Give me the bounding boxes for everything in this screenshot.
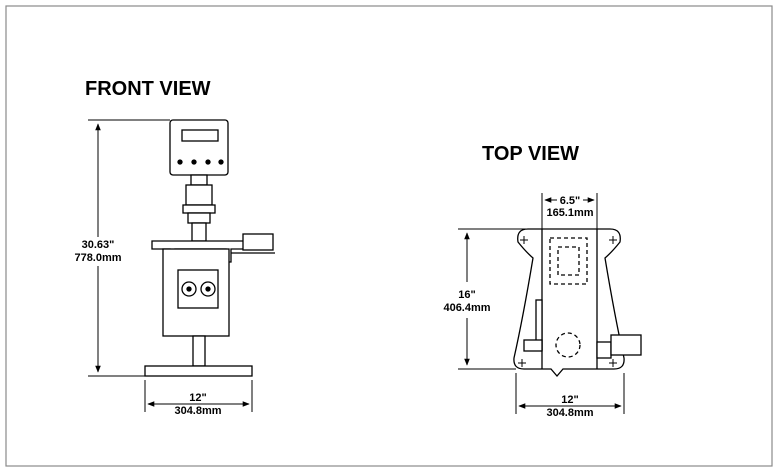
side-handle-top bbox=[610, 334, 642, 356]
front-width-inches: 12" bbox=[189, 392, 206, 404]
button-dot bbox=[205, 159, 211, 165]
button-dot bbox=[177, 159, 183, 165]
hidden-display-inner bbox=[557, 246, 580, 276]
top-view-machine bbox=[513, 228, 642, 377]
front-view-title: FRONT VIEW bbox=[85, 78, 211, 100]
corner-plus bbox=[609, 236, 617, 244]
display-screen bbox=[181, 129, 219, 142]
top-depth-inches: 16" bbox=[458, 289, 475, 301]
neck-collar bbox=[190, 174, 208, 186]
front-height-inches: 30.63" bbox=[82, 239, 115, 251]
top-width-inches: 12" bbox=[561, 394, 578, 406]
page-frame bbox=[5, 5, 773, 467]
side-handle bbox=[242, 233, 274, 251]
top-depth-mm: 406.4mm bbox=[443, 302, 490, 314]
top-width-dimension bbox=[515, 373, 625, 414]
hidden-stem-outline bbox=[555, 332, 581, 358]
display-head bbox=[169, 119, 229, 176]
support-stem bbox=[192, 335, 206, 367]
neck-coupling bbox=[185, 184, 213, 206]
top-width-mm: 304.8mm bbox=[546, 407, 593, 419]
front-height-dimension bbox=[88, 119, 170, 377]
top-inner-width-inches: 6.5" bbox=[560, 195, 581, 207]
neck-shaft bbox=[191, 222, 207, 242]
right-clamp bbox=[596, 341, 612, 359]
button-dot bbox=[191, 159, 197, 165]
top-depth-dimension bbox=[458, 228, 528, 370]
top-inner-width-dimension bbox=[541, 193, 598, 229]
base-plate bbox=[144, 365, 253, 377]
neck-lower bbox=[187, 212, 211, 224]
top-inner-width-mm: 165.1mm bbox=[546, 207, 593, 219]
neck-flange bbox=[182, 204, 216, 214]
front-height-mm: 778.0mm bbox=[74, 252, 121, 264]
left-clamp bbox=[523, 339, 543, 352]
top-view-title: TOP VIEW bbox=[482, 143, 579, 165]
front-view-machine bbox=[144, 119, 275, 377]
corner-markers bbox=[518, 236, 617, 367]
front-width-dimension bbox=[144, 380, 253, 412]
gauge-left-center bbox=[186, 286, 192, 292]
front-width-mm: 304.8mm bbox=[174, 405, 221, 417]
corner-plus bbox=[609, 359, 617, 367]
gauge-right-center bbox=[205, 286, 211, 292]
button-dot bbox=[218, 159, 224, 165]
corner-plus bbox=[520, 236, 528, 244]
corner-plus bbox=[518, 359, 526, 367]
